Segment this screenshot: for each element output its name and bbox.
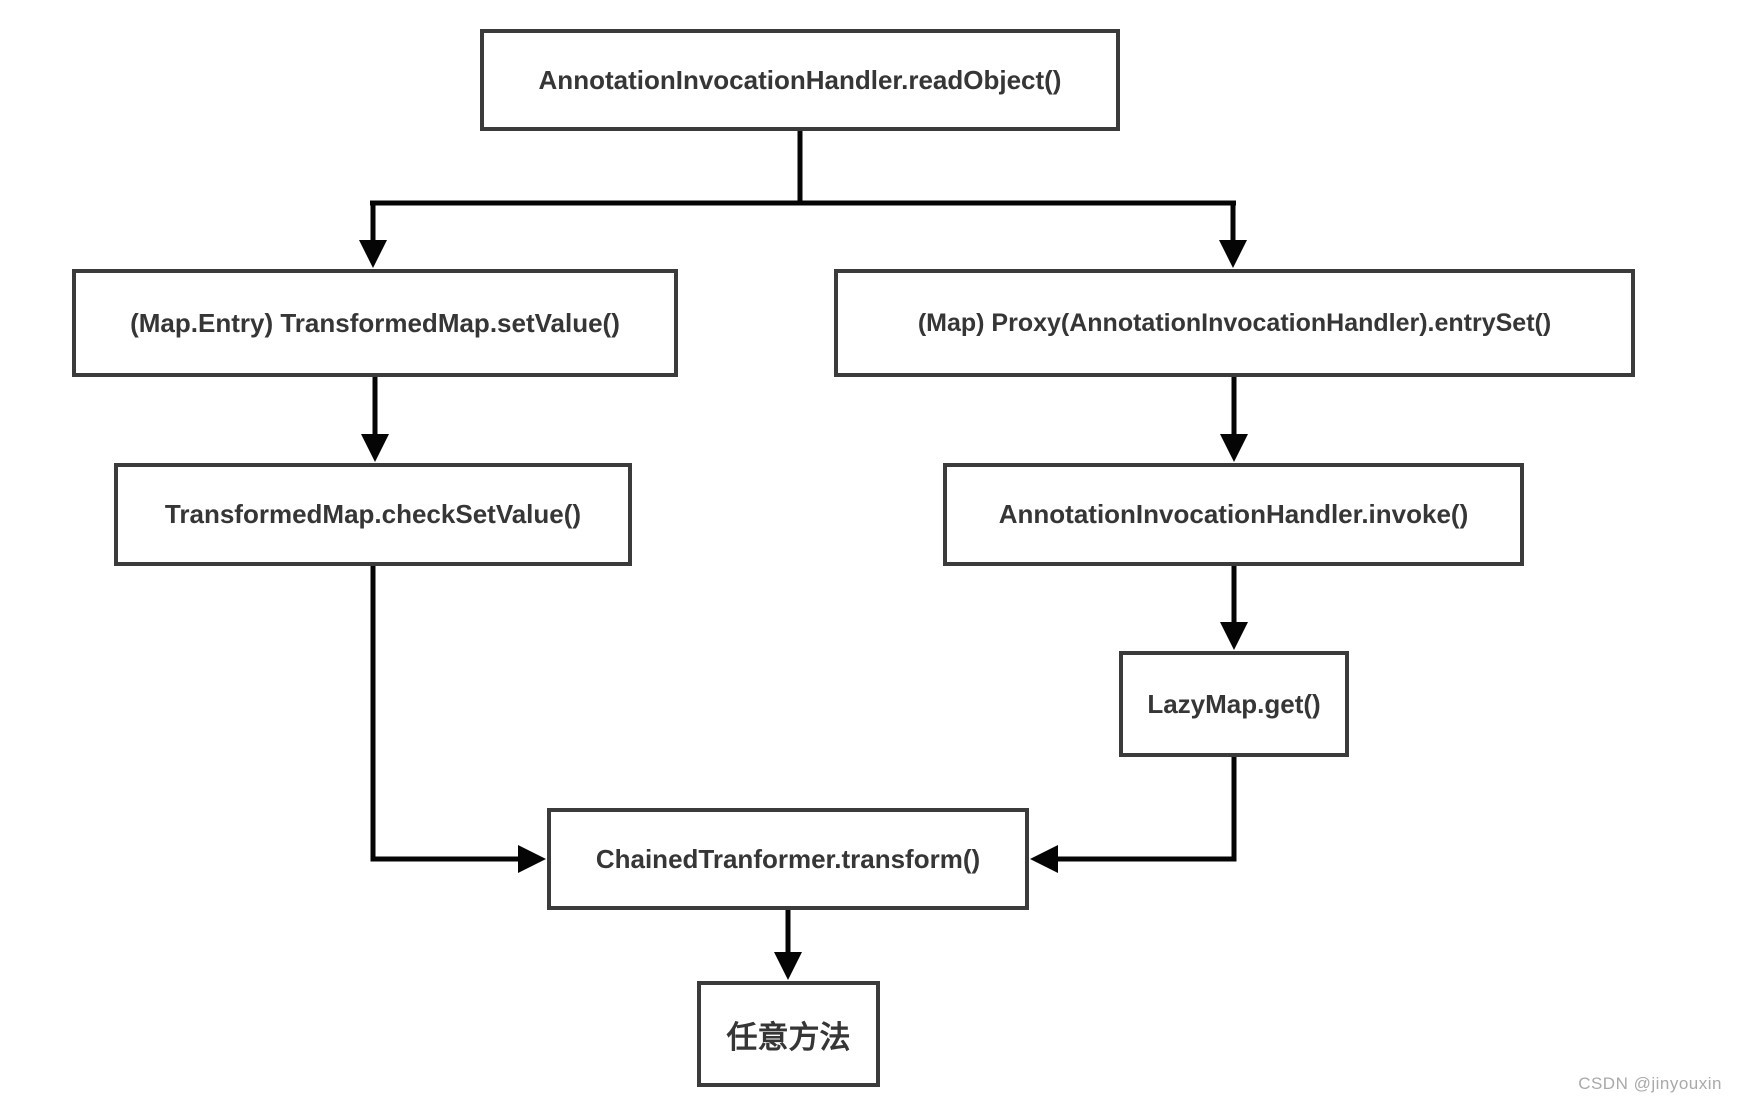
arrowhead-to-entryset bbox=[1219, 240, 1247, 268]
connector-lazymap-to-transform bbox=[1055, 757, 1237, 862]
connector-checksetvalue-to-transform bbox=[370, 566, 521, 862]
node-arbitrary-method: 任意方法 bbox=[697, 981, 880, 1087]
node-invoke: AnnotationInvocationHandler.invoke() bbox=[943, 463, 1524, 566]
csdn-watermark: CSDN @jinyouxin bbox=[1578, 1074, 1722, 1093]
arrowhead-right-to-transform bbox=[518, 845, 546, 873]
node-readobject: AnnotationInvocationHandler.readObject() bbox=[480, 29, 1120, 131]
arrowhead-to-invoke bbox=[1220, 434, 1248, 462]
node-chainedtranformer-transform: ChainedTranformer.transform() bbox=[547, 808, 1029, 910]
node-lazymap-get: LazyMap.get() bbox=[1119, 651, 1349, 757]
node-checksetvalue: TransformedMap.checkSetValue() bbox=[114, 463, 632, 566]
arrowhead-left-to-transform bbox=[1030, 845, 1058, 873]
arrowhead-to-lazymap bbox=[1220, 622, 1248, 650]
node-setvalue: (Map.Entry) TransformedMap.setValue() bbox=[72, 269, 678, 377]
node-entryset: (Map) Proxy(AnnotationInvocationHandler)… bbox=[834, 269, 1635, 377]
arrowhead-to-arbitrary bbox=[774, 952, 802, 980]
arrowhead-to-checksetvalue bbox=[361, 434, 389, 462]
arrowhead-to-setvalue bbox=[359, 240, 387, 268]
